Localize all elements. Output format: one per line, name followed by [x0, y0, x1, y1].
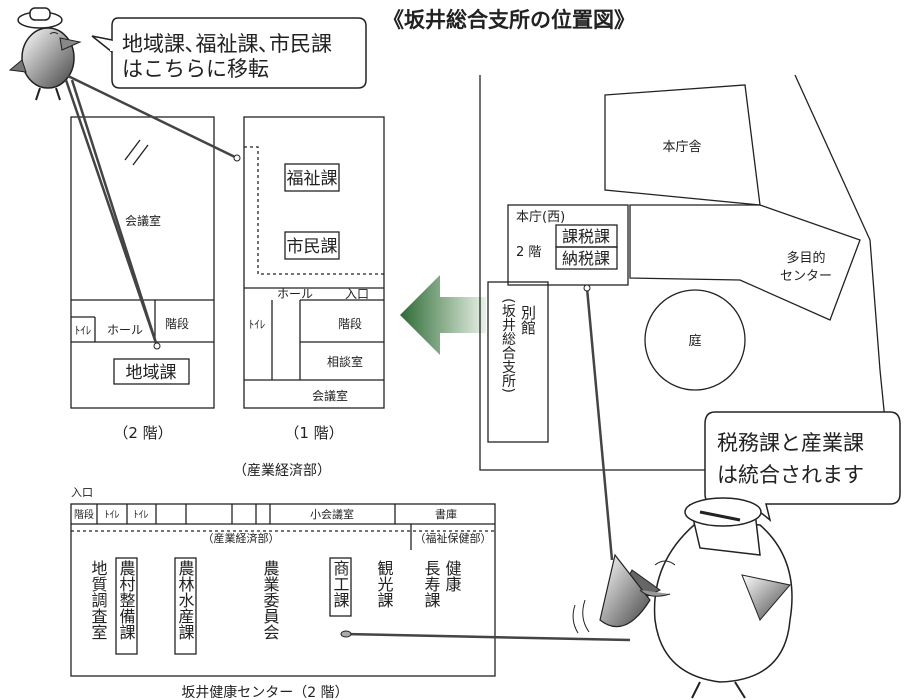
health-stairs: 階段 [74, 508, 94, 521]
floor1-citizen: 市民課 [287, 237, 338, 257]
site-west-wing: 本庁(西) [516, 210, 565, 225]
health-center-plan [70, 503, 496, 677]
bubble-top-line1: 地域課､福祉課､市民課 [122, 32, 332, 56]
floor1-toilet: ﾄｲﾚ [249, 318, 266, 331]
site-tax1: 課税課 [562, 227, 610, 246]
floor2-caption: （2 階） [113, 424, 172, 442]
health-toilet2: ﾄｲﾚ [134, 510, 149, 521]
bubble-right-line1: 税務課と産業課 [717, 431, 864, 455]
floor2-hall: ホール [107, 323, 143, 337]
site-center: センター [780, 269, 832, 284]
floor1-welfare: 福祉課 [287, 169, 338, 189]
sangyo-label: （産業経済部） [233, 463, 331, 479]
floor1-entrance: 入口 [345, 287, 369, 301]
health-entrance: 入口 [71, 486, 93, 499]
mascot-bird-bottom-icon [572, 497, 793, 699]
floor2-stairs: 階段 [165, 316, 189, 331]
site-garden: 庭 [688, 333, 701, 349]
health-small-meeting: 小会議室 [310, 507, 354, 521]
dept-noson: 農村整備課 [117, 560, 136, 640]
site-multi: 多目的 [786, 250, 825, 266]
pointer-sticks-bottom [343, 287, 631, 642]
health-archive: 書庫 [435, 507, 457, 521]
floor1-stairs: 階段 [338, 316, 362, 331]
page-title: 《坂井総合支所の位置図》 [383, 8, 635, 32]
floor1-caption: （1 階） [284, 424, 343, 442]
dept-chishitsu: 地質調査室 [89, 560, 108, 640]
site-annex: 別館 [519, 305, 537, 335]
site-tax2: 納税課 [562, 249, 610, 268]
mascot-bird-top-icon [8, 7, 82, 101]
dept-nogyo: 農業委員会 [261, 560, 280, 640]
health-caption: 坂井健康センター（2 階） [181, 684, 348, 700]
floor2-plan [70, 116, 215, 409]
floor2-dept: 地域課 [126, 363, 177, 383]
dept-norin: 農林水産課 [176, 560, 195, 640]
site-annex-sub: (坂井総合支所) [500, 298, 516, 393]
floor2-toilet: ﾄｲﾚ [75, 324, 92, 337]
bubble-top-line2: はこちらに移転 [122, 57, 269, 81]
site-main-building: 本庁舎 [662, 140, 701, 155]
floor1-plan [243, 116, 385, 409]
health-fukushi: （福祉保健部） [415, 531, 492, 545]
site-floor: 2 階 [516, 245, 541, 260]
health-toilet1: ﾄｲﾚ [105, 510, 120, 521]
dept-kanko: 観光課 [375, 560, 394, 608]
move-arrow-icon [400, 275, 486, 355]
floor1-hall: ホール [277, 287, 313, 301]
dept-shoko: 商工課 [331, 560, 350, 608]
speech-bubble-top: 地域課､福祉課､市民課 はこちらに移転 [91, 17, 367, 89]
speech-bubble-right: 税務課と産業課 は統合されます [704, 411, 901, 522]
pointer-sticks-top [64, 74, 238, 347]
bubble-right-line2: は統合されます [717, 463, 864, 487]
floor2-conference: 会議室 [125, 213, 161, 228]
dept-choju: 長寿課 [422, 560, 441, 608]
health-sangyo: （産業経済部） [203, 531, 280, 545]
floor1-conference: 会議室 [312, 388, 348, 403]
floor1-consult: 相談室 [327, 354, 363, 369]
dept-kenko: 健康 [443, 560, 462, 592]
